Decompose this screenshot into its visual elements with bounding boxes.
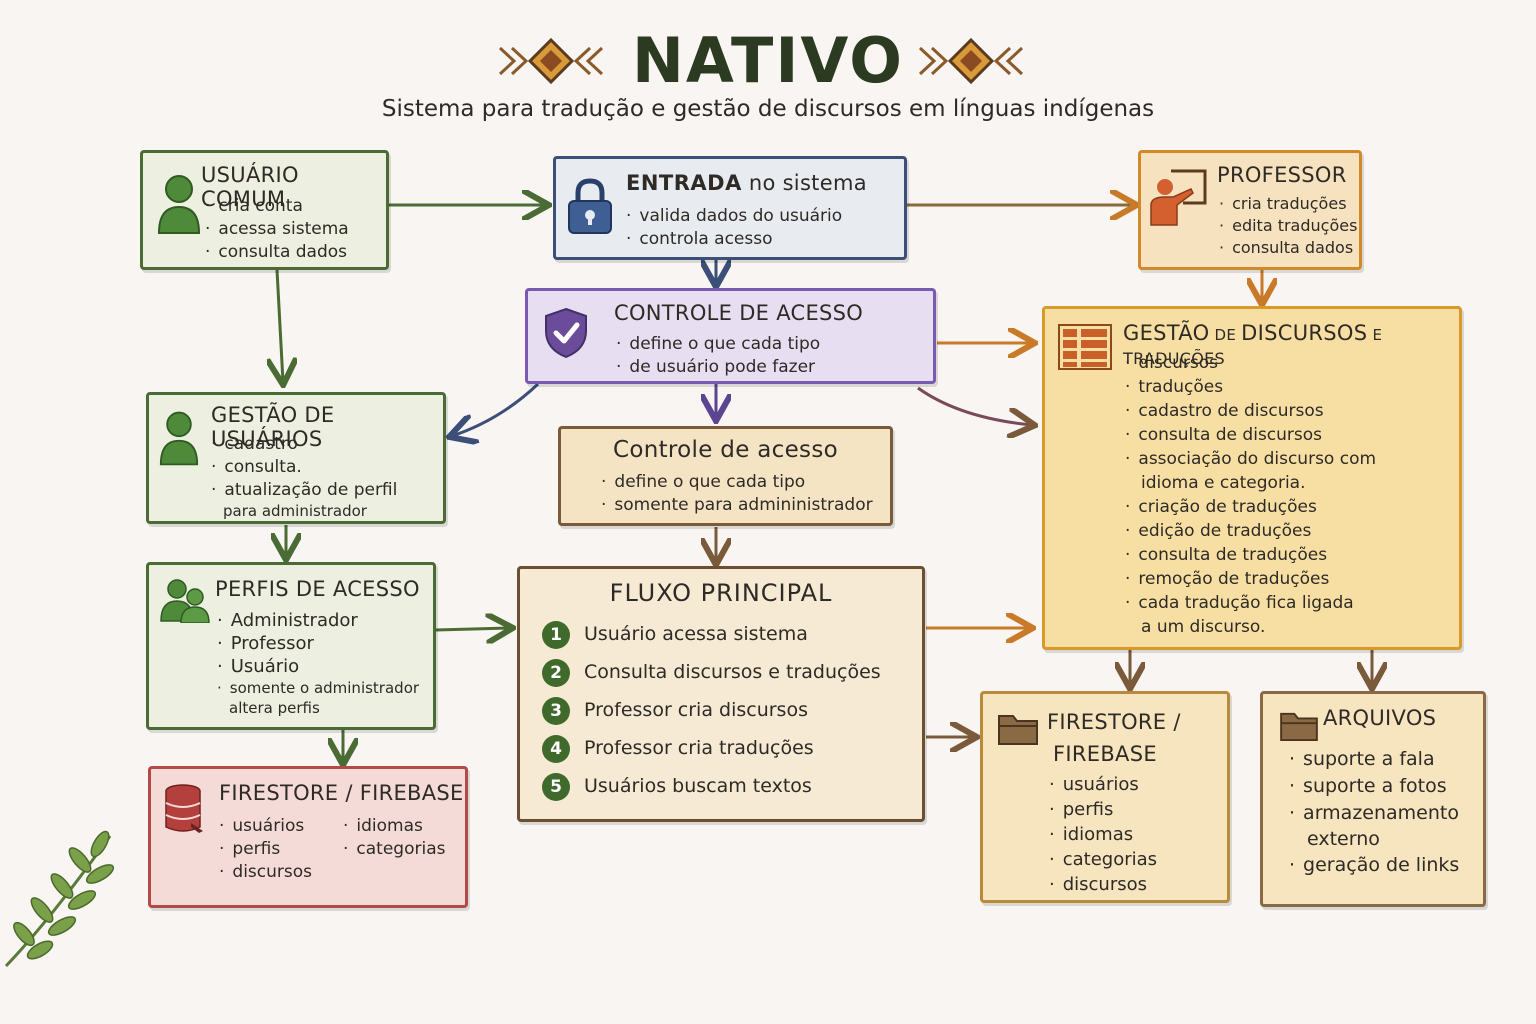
tribal-ornament-icon: [498, 37, 604, 85]
list-item: categorias: [343, 838, 445, 861]
list-item: perfis: [219, 838, 312, 861]
box-title: ENTRADA no sistema: [626, 171, 867, 195]
box-title: PROFESSOR: [1217, 163, 1347, 187]
users-icon: [160, 579, 210, 623]
list-item: externo: [1307, 828, 1380, 850]
folder-icon: [1280, 712, 1318, 742]
box-title: Controle de acesso: [613, 437, 838, 463]
box-controle-acesso-sub: Controle de acesso define o que cada tip…: [558, 426, 893, 526]
box-gestao-usuarios: GESTÃO DE USUÁRIOS cadastro consulta. at…: [146, 392, 446, 524]
list-item: geração de links: [1289, 852, 1459, 879]
arrow-usuario-gestao: [277, 269, 283, 382]
list-item: discursos: [1049, 872, 1157, 897]
box-entrada: ENTRADA no sistema valida dados do usuár…: [553, 156, 907, 260]
tribal-ornament-icon: [918, 37, 1024, 85]
arrow-controle-usuarios: [452, 382, 540, 436]
user-icon: [159, 411, 199, 466]
list-item: cada tradução fica ligada: [1125, 591, 1376, 615]
box-title: FLUXO PRINCIPAL: [609, 579, 833, 607]
list-item: define o que cada tipo: [601, 471, 873, 494]
box-firestore-left: FIRESTORE / FIREBASE usuários perfis dis…: [148, 766, 468, 908]
list-item: consulta dados: [1219, 237, 1357, 259]
list-item: consulta de discursos: [1125, 423, 1376, 447]
box-controle-acesso: CONTROLE DE ACESSO define o que cada tip…: [525, 288, 936, 384]
list-item: controla acesso: [626, 228, 842, 251]
list-item: remoção de traduções: [1125, 567, 1376, 591]
list-item: associação do discurso com: [1125, 447, 1376, 471]
box-arquivos: ARQUIVOS suporte a fala suporte a fotos …: [1260, 691, 1486, 907]
arrow-perfis-fluxo: [435, 628, 510, 630]
list-item: Usuário: [217, 655, 419, 678]
teacher-icon: [1150, 169, 1207, 226]
box-firestore-right: FIRESTORE / FIREBASE usuários perfis idi…: [980, 691, 1230, 903]
box-professor: PROFESSOR cria traduções edita traduções…: [1138, 150, 1362, 270]
page-subtitle: Sistema para tradução e gestão de discur…: [381, 96, 1155, 122]
list-item: discursos: [219, 861, 312, 884]
list-item: discursos: [1125, 351, 1376, 375]
list-item: consulta de traduções: [1125, 543, 1376, 567]
list-item: armazenamento: [1289, 800, 1459, 827]
list-item: usuários: [219, 815, 312, 838]
list-item: para administrador: [223, 502, 367, 520]
box-gestao-discursos: GESTÃO DE DISCURSOS E TRADUÇÕES discurso…: [1042, 306, 1462, 650]
lock-icon: [568, 178, 612, 234]
list-item: de usuário pode fazer: [616, 356, 820, 379]
list-item: cadastro: [211, 433, 397, 456]
list-item: cria traduções: [1219, 193, 1357, 215]
database-icon: [165, 784, 203, 833]
list-item: edita traduções: [1219, 215, 1357, 237]
list-item: altera perfis: [229, 699, 320, 717]
list-item: suporte a fotos: [1289, 773, 1459, 800]
list-item: cadastro de discursos: [1125, 399, 1376, 423]
arrow-controle-gestao-2: [917, 386, 1032, 425]
leaf-branch-icon: [4, 830, 115, 968]
list-item: somente o administrador: [217, 678, 419, 699]
list-item: atualização de perfil: [211, 479, 397, 502]
list-item: usuários: [1049, 772, 1157, 797]
page-title: NATIVO: [631, 24, 905, 97]
box-title: PERFIS DE ACESSO: [215, 577, 420, 601]
list-item: consulta dados: [205, 241, 349, 264]
box-title: FIRESTORE / FIREBASE: [219, 781, 464, 805]
list-item: perfis: [1049, 797, 1157, 822]
shield-check-icon: [545, 307, 587, 359]
box-usuario-comum: USUÁRIO COMUM cria conta acessa sistema …: [140, 150, 389, 270]
list-item: define o que cada tipo: [616, 333, 820, 356]
list-item: idiomas: [343, 815, 445, 838]
list-item: idiomas: [1049, 822, 1157, 847]
list-item: categorias: [1049, 847, 1157, 872]
list-item: a um discurso.: [1141, 617, 1266, 637]
list-item: Administrador: [217, 609, 419, 632]
list-item: traduções: [1125, 375, 1376, 399]
list-grid-icon: [1058, 324, 1112, 370]
list-item: acessa sistema: [205, 218, 348, 241]
list-item: edição de traduções: [1125, 519, 1376, 543]
box-title: CONTROLE DE ACESSO: [614, 301, 864, 325]
list-item: somente para admininistrador: [601, 494, 872, 517]
box-title: FIRESTORE / FIREBASE: [1047, 710, 1181, 766]
list-item: Professor: [217, 632, 419, 655]
list-item: valida dados do usuário: [626, 205, 842, 228]
list-item: idioma e categoria.: [1141, 473, 1306, 493]
list-item: consulta.: [211, 456, 397, 479]
list-item: criação de traduções: [1125, 495, 1376, 519]
box-perfis-acesso: PERFIS DE ACESSO Administrador Professor…: [146, 562, 436, 730]
list-item: cria conta: [205, 195, 349, 218]
user-icon: [157, 175, 201, 234]
folder-icon: [998, 715, 1038, 745]
list-item: suporte a fala: [1289, 746, 1459, 773]
box-title: ARQUIVOS: [1323, 706, 1437, 730]
